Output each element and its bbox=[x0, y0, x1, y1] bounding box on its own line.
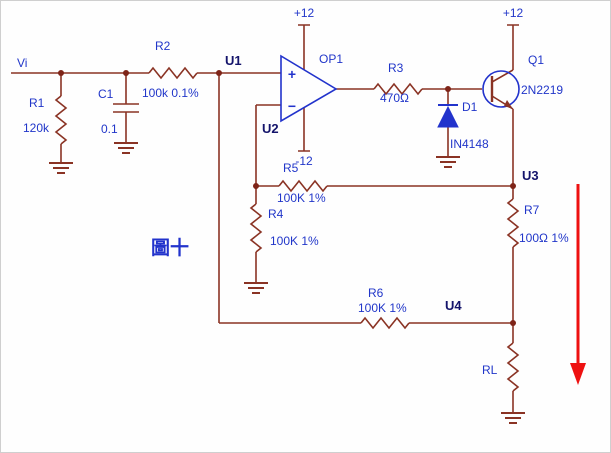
capacitor-c1 bbox=[113, 103, 139, 113]
node-u1-label: U1 bbox=[225, 53, 242, 68]
r3-value: 470Ω bbox=[380, 91, 409, 105]
r1-label: R1 bbox=[29, 96, 45, 110]
r5-value: 100K 1% bbox=[277, 191, 326, 205]
c1-value: 0.1 bbox=[101, 122, 118, 136]
opamp-op1: + − bbox=[280, 54, 338, 123]
resistor-r1 bbox=[54, 95, 68, 145]
opamp-minus-input-mark: − bbox=[288, 98, 296, 114]
resistor-r5 bbox=[278, 179, 328, 193]
opamp-plus-input-mark: + bbox=[288, 66, 296, 82]
q1-pos-supply-label: +12 bbox=[503, 6, 524, 20]
resistor-r6 bbox=[360, 316, 410, 330]
r6-label: R6 bbox=[368, 286, 384, 300]
node-u4-label: U4 bbox=[445, 298, 462, 313]
opamp-neg-supply-label: -12 bbox=[295, 154, 313, 168]
c1-label: C1 bbox=[98, 87, 114, 101]
d1-value: IN4148 bbox=[450, 137, 489, 151]
input-vi-label: Vi bbox=[17, 56, 27, 70]
op1-label: OP1 bbox=[319, 52, 343, 66]
r2-value: 100k 0.1% bbox=[142, 86, 199, 100]
junction-dots bbox=[58, 70, 516, 326]
emitter-arrow bbox=[504, 100, 513, 109]
node-u3-label: U3 bbox=[522, 168, 539, 183]
resistor-r3 bbox=[373, 82, 423, 96]
wires bbox=[11, 24, 519, 413]
resistor-r7 bbox=[506, 198, 520, 248]
r3-label: R3 bbox=[388, 61, 404, 75]
ground-symbol-c1 bbox=[114, 142, 138, 154]
r6-value: 100K 1% bbox=[358, 301, 407, 315]
node-u2-label: U2 bbox=[262, 121, 279, 136]
resistor-rl bbox=[506, 342, 520, 392]
r4-value: 100K 1% bbox=[270, 234, 319, 248]
ground-symbol-r1 bbox=[49, 162, 73, 174]
ground-symbol-rl bbox=[501, 412, 525, 424]
q1-value: 2N2219 bbox=[521, 83, 563, 97]
r7-label: R7 bbox=[524, 203, 540, 217]
ground-symbol-r4 bbox=[244, 282, 268, 294]
r4-label: R4 bbox=[268, 207, 284, 221]
d1-label: D1 bbox=[462, 100, 478, 114]
current-arrow bbox=[570, 184, 586, 385]
r1-value: 120k bbox=[23, 121, 50, 135]
r7-value: 100Ω 1% bbox=[519, 231, 569, 245]
diode-d1 bbox=[437, 104, 459, 128]
opamp-pos-supply-label: +12 bbox=[294, 6, 315, 20]
q1-label: Q1 bbox=[528, 53, 544, 67]
transistor-q1 bbox=[482, 70, 520, 109]
rl-label: RL bbox=[482, 363, 498, 377]
resistor-r2 bbox=[148, 66, 198, 80]
figure-caption: 圖十 bbox=[151, 236, 189, 259]
r2-label: R2 bbox=[155, 39, 171, 53]
ground-symbol-d1 bbox=[436, 156, 460, 168]
resistor-r4 bbox=[249, 203, 263, 253]
r5-label: R5 bbox=[283, 161, 299, 175]
